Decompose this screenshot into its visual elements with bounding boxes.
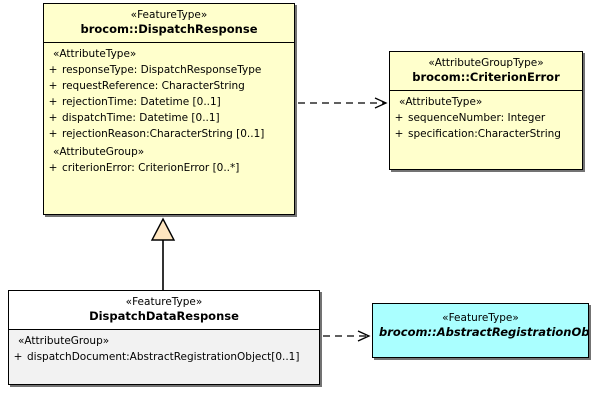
class-name: brocom::CriterionError (412, 70, 560, 84)
visibility-marker: + (394, 128, 404, 140)
visibility-marker: + (48, 96, 58, 108)
attribute-text: rejectionReason:CharacterString [0..1] (62, 128, 265, 140)
attribute-row[interactable]: + rejectionTime: Datetime [0..1] (44, 94, 294, 110)
class-box-dispatch-response[interactable]: «FeatureType» brocom::DispatchResponse «… (43, 3, 295, 215)
attribute-group-label: «AttributeGroup» (18, 335, 110, 347)
attribute-text: specification:CharacterString (408, 128, 561, 140)
attribute-row[interactable]: + requestReference: CharacterString (44, 78, 294, 94)
class-box-abstract-registration-object[interactable]: «FeatureType» brocom::AbstractRegistrati… (372, 303, 589, 358)
attribute-text: responseType: DispatchResponseType (62, 64, 262, 76)
visibility-marker: + (13, 351, 23, 363)
attribute-text: dispatchDocument:AbstractRegistrationObj… (27, 351, 300, 363)
class-stereotype: «FeatureType» (130, 9, 208, 21)
attribute-row[interactable]: + criterionError: CriterionError [0..*] (44, 160, 294, 176)
attribute-group-label: «AttributeGroup» (53, 146, 145, 158)
visibility-marker: + (48, 80, 58, 92)
class-stereotype: «FeatureType» (125, 296, 203, 308)
attribute-row[interactable]: + dispatchDocument:AbstractRegistrationO… (9, 349, 319, 365)
class-header-abstract-registration-object: «FeatureType» brocom::AbstractRegistrati… (373, 304, 588, 345)
class-header-criterion-error: «AttributeGroupType» brocom::CriterionEr… (390, 52, 582, 91)
class-header-dispatch-response: «FeatureType» brocom::DispatchResponse (44, 4, 294, 43)
class-name: brocom::DispatchResponse (80, 22, 258, 36)
class-stereotype: «FeatureType» (442, 312, 519, 324)
attribute-row[interactable]: + rejectionReason:CharacterString [0..1] (44, 126, 294, 142)
attribute-row[interactable]: + specification:CharacterString (390, 126, 582, 142)
class-name: DispatchDataResponse (89, 309, 239, 323)
attribute-group-label: «AttributeType» (399, 96, 483, 108)
visibility-marker: + (48, 162, 58, 174)
attribute-text: rejectionTime: Datetime [0..1] (62, 96, 221, 108)
class-attributes-dispatch-response: «AttributeType» + responseType: Dispatch… (44, 43, 294, 180)
attribute-text: sequenceNumber: Integer (408, 112, 546, 124)
visibility-marker: + (48, 128, 58, 140)
class-stereotype: «AttributeGroupType» (428, 57, 544, 69)
class-box-criterion-error[interactable]: «AttributeGroupType» brocom::CriterionEr… (389, 51, 583, 170)
visibility-marker: + (48, 112, 58, 124)
attribute-row[interactable]: + sequenceNumber: Integer (390, 110, 582, 126)
class-header-dispatch-data-response: «FeatureType» DispatchDataResponse (9, 291, 319, 330)
attribute-text: criterionError: CriterionError [0..*] (62, 162, 240, 174)
attribute-group-label: «AttributeType» (53, 48, 137, 60)
attribute-text: dispatchTime: Datetime [0..1] (62, 112, 220, 124)
visibility-marker: + (394, 112, 404, 124)
class-box-dispatch-data-response[interactable]: «FeatureType» DispatchDataResponse «Attr… (8, 290, 320, 385)
attribute-row[interactable]: + dispatchTime: Datetime [0..1] (44, 110, 294, 126)
attribute-text: requestReference: CharacterString (62, 80, 245, 92)
generalization-triangle-icon (150, 217, 176, 241)
class-attributes-dispatch-data-response: «AttributeGroup» + dispatchDocument:Abst… (9, 330, 319, 369)
visibility-marker: + (48, 64, 58, 76)
attribute-row[interactable]: + responseType: DispatchResponseType (44, 62, 294, 78)
class-name: brocom::AbstractRegistrationObject (379, 325, 589, 339)
class-attributes-criterion-error: «AttributeType» + sequenceNumber: Intege… (390, 91, 582, 146)
